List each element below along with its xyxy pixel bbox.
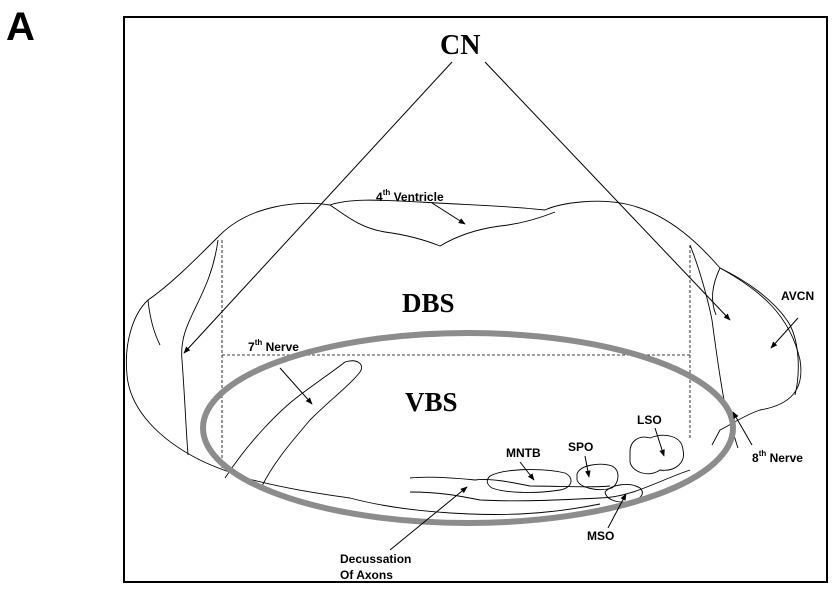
seventh-nerve-label: 7th Nerve — [248, 338, 299, 354]
mso-label: MSO — [587, 529, 614, 543]
lso-label: LSO — [637, 413, 662, 427]
figure-frame — [123, 16, 828, 583]
cn-left-arrow — [183, 61, 453, 354]
right-notch — [712, 267, 721, 316]
ventricle-arrow — [431, 202, 466, 225]
decussation-label: Decussation Of Axons — [340, 552, 415, 582]
spo-label: SPO — [568, 440, 593, 454]
ventral-tract-lower — [409, 469, 691, 502]
ventral-tract-upper — [409, 476, 611, 488]
lso-shape — [629, 434, 684, 475]
ventral-tract-bottom — [349, 497, 601, 515]
mntb-shape — [486, 469, 572, 493]
nerve7-arrow — [279, 367, 313, 405]
left-inner-outline — [181, 239, 219, 456]
nerve8-arrow — [732, 411, 753, 446]
avcn-shape — [719, 267, 799, 396]
vbs-label: VBS — [405, 387, 458, 417]
mso-shape — [604, 484, 643, 503]
fourth-ventricle-shape — [329, 204, 556, 247]
mntb-label: MNTB — [506, 446, 541, 460]
seventh-nerve-shape — [224, 360, 363, 487]
dbs-label: DBS — [402, 288, 455, 318]
brainstem-outline — [125, 199, 802, 499]
decussation-line1: Decussation — [340, 552, 411, 566]
mntb-arrow — [519, 461, 535, 481]
avcn-arrow — [770, 317, 799, 349]
panel-letter: A — [6, 5, 35, 49]
cn-right-arrow — [484, 61, 731, 321]
fourth-ventricle-label: 4th Ventricle — [376, 188, 444, 204]
lso-arrow — [654, 427, 665, 457]
decussation-line2: Of Axons — [340, 568, 393, 582]
mso-arrow — [607, 493, 627, 529]
avcn-label: AVCN — [781, 289, 814, 303]
left-inner-outline-2 — [147, 299, 161, 346]
cn-label: CN — [440, 30, 480, 61]
spo-shape — [576, 463, 619, 491]
spo-arrow — [584, 455, 591, 478]
vbs-region-ellipse — [200, 330, 736, 526]
decussation-arrow — [389, 486, 468, 551]
eighth-nerve-label: 8th Nerve — [752, 449, 803, 465]
